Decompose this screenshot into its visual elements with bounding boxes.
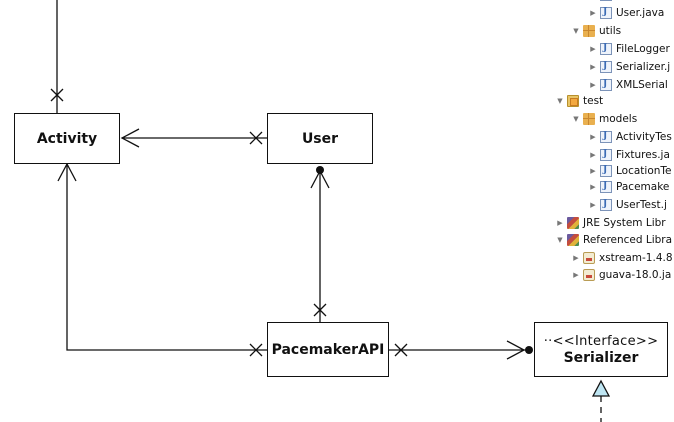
open-arrowhead-activity-from-user <box>120 128 140 148</box>
jar-icon <box>583 252 595 264</box>
tree-item[interactable]: ▶ <box>589 0 616 4</box>
interface-serializer[interactable]: ··<<Interface>> Serializer <box>534 322 668 377</box>
realization-triangle-arrowhead <box>591 379 611 397</box>
java-file-icon <box>600 149 612 161</box>
tree-item-label: xstream-1.4.8 <box>599 252 673 264</box>
class-user[interactable]: User <box>267 113 373 164</box>
library-icon <box>567 234 579 246</box>
expand-toggle-icon[interactable]: ▶ <box>590 201 596 209</box>
tree-item[interactable]: ▶ JRE System Libr <box>556 214 666 232</box>
package-icon <box>583 25 595 37</box>
class-activity-name: Activity <box>36 130 98 147</box>
expand-toggle-icon[interactable]: ▶ <box>590 151 596 159</box>
tree-item[interactable]: ▼ test <box>556 92 603 110</box>
class-pacemaker-api[interactable]: PacemakerAPI <box>267 322 389 377</box>
tree-item-label: utils <box>599 25 622 37</box>
tree-item-label: guava-18.0.ja <box>599 269 672 281</box>
tree-item-label: LocationTe <box>616 165 672 177</box>
java-file-icon <box>600 61 612 73</box>
composition-dot-user <box>316 166 324 174</box>
tree-item-label: Fixtures.ja <box>616 149 670 161</box>
cross-mark-user-activity <box>249 131 263 145</box>
open-arrowhead-activity-from-api <box>57 162 77 182</box>
expand-toggle-icon[interactable]: ▶ <box>590 63 596 71</box>
expand-toggle-icon[interactable]: ▶ <box>590 45 596 53</box>
expand-toggle-icon[interactable]: ▼ <box>573 115 579 123</box>
cross-mark-api-activity <box>249 343 263 357</box>
tree-item-label: XMLSerial <box>616 79 668 91</box>
expand-toggle-icon[interactable]: ▼ <box>557 236 563 244</box>
tree-item[interactable]: ▶ LocationTe <box>589 162 672 180</box>
interface-stereotype: ··<<Interface>> <box>543 333 659 349</box>
tree-item[interactable]: ▶ xstream-1.4.8 <box>572 249 673 267</box>
tree-item-label: ActivityTes <box>616 131 672 143</box>
tree-item[interactable]: ▶ Pacemake <box>589 178 669 196</box>
tree-item[interactable]: ▼ utils <box>572 22 621 40</box>
class-pacemaker-api-name: PacemakerAPI <box>271 341 385 358</box>
tree-item-label: Referenced Libra <box>583 234 673 246</box>
expand-toggle-icon[interactable]: ▶ <box>590 81 596 89</box>
package-explorer-tree: ▶ ▶ User.java ▼ utils ▶ FileLogger ▶ Ser… <box>555 0 674 290</box>
tree-item[interactable]: ▶ ActivityTes <box>589 128 672 146</box>
expand-toggle-icon[interactable]: ▶ <box>557 219 563 227</box>
java-file-icon <box>600 0 612 1</box>
expand-toggle-icon[interactable]: ▶ <box>573 271 579 279</box>
java-file-icon <box>600 199 612 211</box>
expand-toggle-icon[interactable]: ▶ <box>590 167 596 175</box>
source-folder-icon <box>567 95 579 107</box>
tree-item-label: test <box>583 95 604 107</box>
tree-item[interactable]: ▶ UserTest.j <box>589 196 667 214</box>
cross-mark-api-serializer <box>394 343 408 357</box>
java-file-icon <box>600 79 612 91</box>
java-file-icon <box>600 43 612 55</box>
tree-item-label: Serializer.j <box>616 61 671 73</box>
association-line-api-activity <box>66 164 267 351</box>
tree-item[interactable]: ▶ guava-18.0.ja <box>572 266 671 284</box>
library-icon <box>567 217 579 229</box>
class-user-name: User <box>301 130 339 147</box>
tree-item[interactable]: ▼ models <box>572 110 637 128</box>
tree-item[interactable]: ▶ User.java <box>589 4 664 22</box>
class-activity[interactable]: Activity <box>14 113 120 164</box>
tree-item-label: JRE System Libr <box>583 217 666 229</box>
tree-item-label: UserTest.j <box>616 199 667 211</box>
interface-serializer-name: Serializer <box>563 349 639 366</box>
expand-toggle-icon[interactable]: ▼ <box>573 27 579 35</box>
composition-dot-serializer <box>525 346 533 354</box>
tree-item[interactable]: ▼ Referenced Libra <box>556 231 672 249</box>
tree-item-label: FileLogger <box>616 43 670 55</box>
jar-icon <box>583 269 595 281</box>
tree-item[interactable]: ▶ Serializer.j <box>589 58 670 76</box>
tree-item-label: Pacemake <box>616 181 670 193</box>
tree-item-label: models <box>599 113 638 125</box>
tree-item[interactable]: ▶ Fixtures.ja <box>589 146 670 164</box>
package-icon <box>583 113 595 125</box>
java-file-icon <box>600 181 612 193</box>
tree-item[interactable]: ▶ FileLogger <box>589 40 670 58</box>
java-file-icon <box>600 131 612 143</box>
expand-toggle-icon[interactable]: ▶ <box>590 9 596 17</box>
expand-toggle-icon[interactable]: ▶ <box>573 254 579 262</box>
expand-toggle-icon[interactable]: ▶ <box>590 133 596 141</box>
java-file-icon <box>600 165 612 177</box>
tree-item-label: User.java <box>616 7 665 19</box>
expand-toggle-icon[interactable]: ▼ <box>557 97 563 105</box>
java-file-icon <box>600 7 612 19</box>
cross-mark-api-user <box>313 303 327 317</box>
tree-item[interactable]: ▶ XMLSerial <box>589 76 668 94</box>
expand-toggle-icon[interactable]: ▶ <box>590 183 596 191</box>
open-arrowhead-serializer-from-api <box>506 340 526 360</box>
cross-mark-top-activity <box>50 88 64 102</box>
